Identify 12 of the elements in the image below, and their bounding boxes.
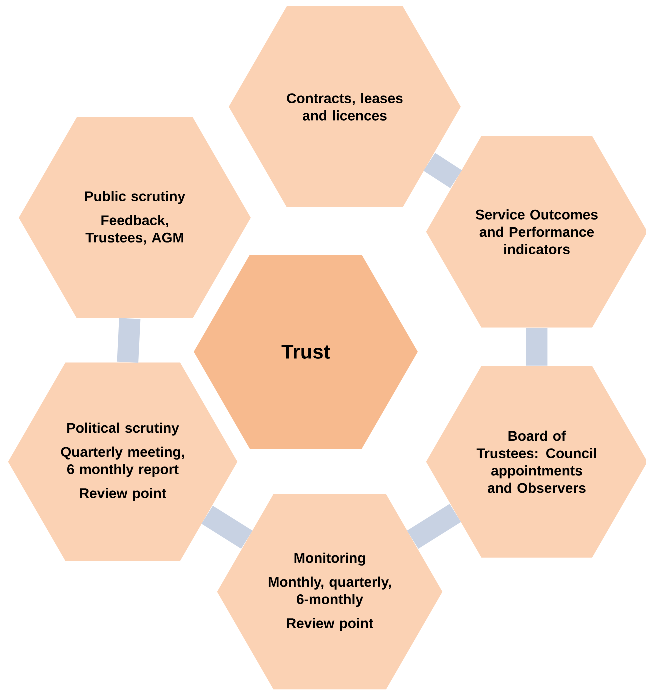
hexagon: Public scrutiny Feedback, Trustees, AGM: [19, 118, 251, 318]
hexagon: Contracts, leases and licences: [229, 6, 461, 208]
hexagon: Political scrutiny Quarterly meeting, 6 monthly report Review point: [8, 362, 238, 562]
connector-band: [117, 318, 141, 363]
hexagon: Trust: [194, 255, 418, 449]
connector-band: [526, 328, 548, 366]
connector-band: [202, 506, 253, 549]
hexagon: Service Outcomes and Performance indicators: [426, 136, 646, 328]
hexagon: Board of Trustees: Council appointments and Observers: [426, 366, 646, 558]
hexagon: Monitoring Monthly, quarterly, 6-monthly Review point: [217, 494, 443, 690]
connector-band: [407, 504, 462, 549]
connector-band: [424, 153, 462, 188]
